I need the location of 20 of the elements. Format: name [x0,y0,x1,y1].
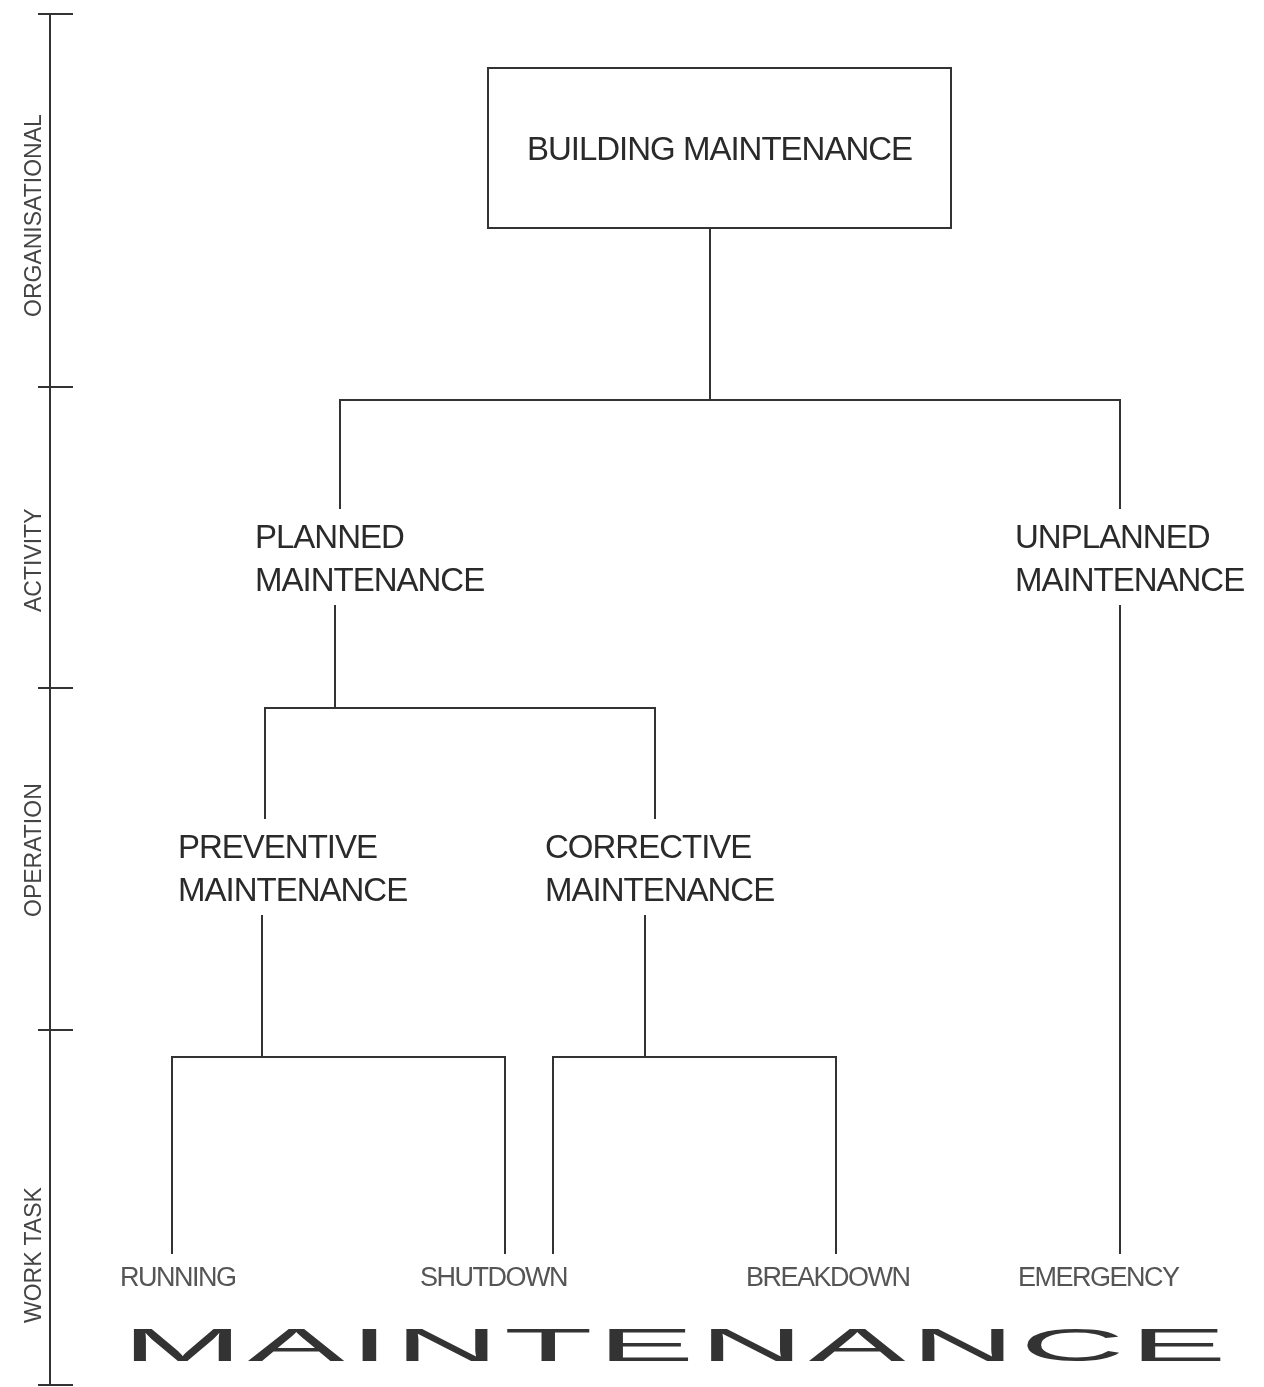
node-label: BUILDING MAINTENANCE [526,128,913,169]
connector-line [261,914,506,1255]
connector-line [644,914,837,1255]
connector-line [1119,604,1121,1255]
task-label: SHUTDOWN [420,1261,568,1294]
connector-line [334,604,656,820]
task-label: BREAKDOWN [746,1261,911,1294]
connector-line [709,228,1121,510]
level-label: ACTIVITY [19,508,47,612]
node-label: CORRECTIVE MAINTENANCE [545,827,776,910]
node-label: PREVENTIVE MAINTENANCE [178,827,409,910]
process-box [487,67,952,229]
node-label: PLANNED MAINTENANCE [255,517,486,600]
level-label: ORGANISATIONAL [19,113,47,317]
title-lettering: MAINTENANCE [122,1322,1232,1369]
node-label: UNPLANNED MAINTENANCE [1015,517,1246,600]
task-label: RUNNING [120,1261,237,1294]
level-label: WORK TASK [19,1187,47,1323]
level-label: OPERATION [19,783,47,917]
task-label: EMERGENCY [1018,1261,1180,1294]
